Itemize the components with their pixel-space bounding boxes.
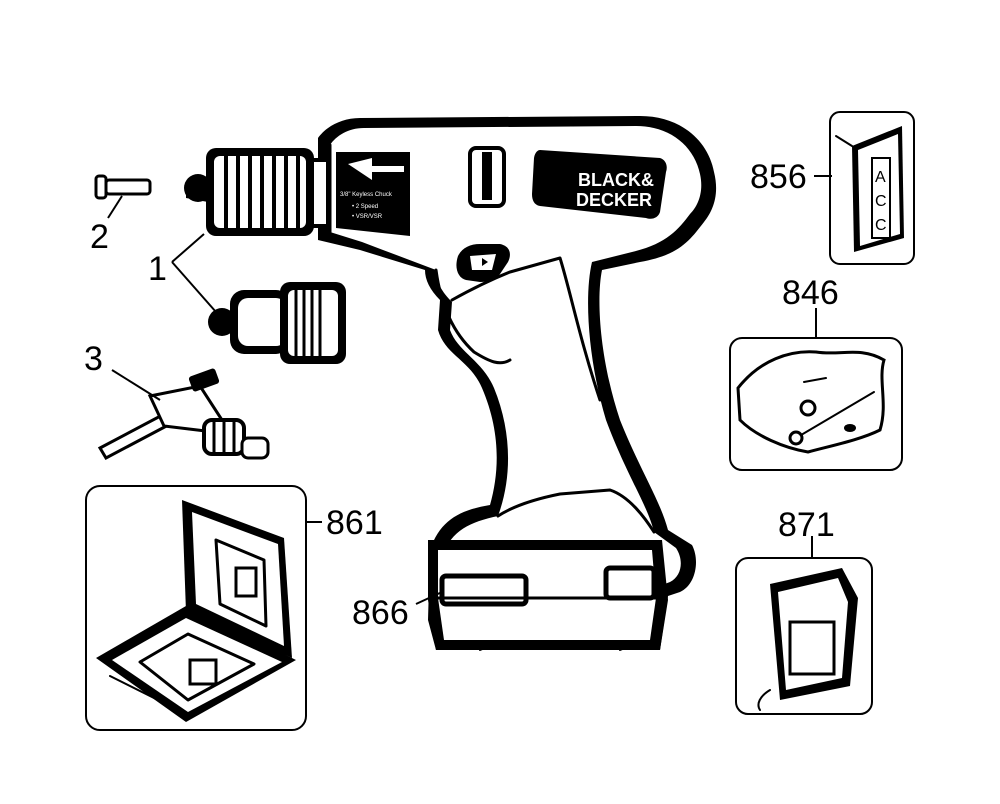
- leader-lines: [107, 175, 832, 605]
- chuck-screw: [94, 174, 152, 200]
- callout-856: 856: [750, 158, 807, 196]
- keyless-chuck: [184, 148, 330, 236]
- callout-846: 846: [782, 274, 839, 312]
- drill-body: [318, 116, 717, 650]
- carrying-case-box-861: [85, 485, 307, 731]
- brand-logo-line2: DECKER: [576, 190, 652, 210]
- hardware-bag-box-846: [729, 337, 903, 471]
- callout-871: 871: [778, 506, 835, 544]
- callout-866: 866: [352, 594, 409, 632]
- charger-box-871: [735, 557, 873, 715]
- brand-logo-line1: BLACK&: [578, 170, 654, 190]
- callout-2: 2: [90, 218, 109, 256]
- plate-line-3: • VSR/VSR: [352, 214, 383, 220]
- plate-line-2: • 2 Speed: [352, 204, 378, 210]
- keyed-chuck: [208, 282, 346, 364]
- callout-1: 1: [148, 250, 167, 288]
- callout-861: 861: [326, 504, 383, 542]
- callout-3: 3: [84, 340, 103, 378]
- acc-letter-1: A: [875, 169, 886, 186]
- acc-letter-3: C: [875, 217, 887, 234]
- plate-line-1: 3/8" Keyless Chuck: [340, 192, 393, 198]
- battery-pack: [428, 540, 668, 651]
- label-box-856: [829, 111, 915, 265]
- chuck-key: [97, 368, 270, 460]
- acc-letter-2: C: [875, 193, 887, 210]
